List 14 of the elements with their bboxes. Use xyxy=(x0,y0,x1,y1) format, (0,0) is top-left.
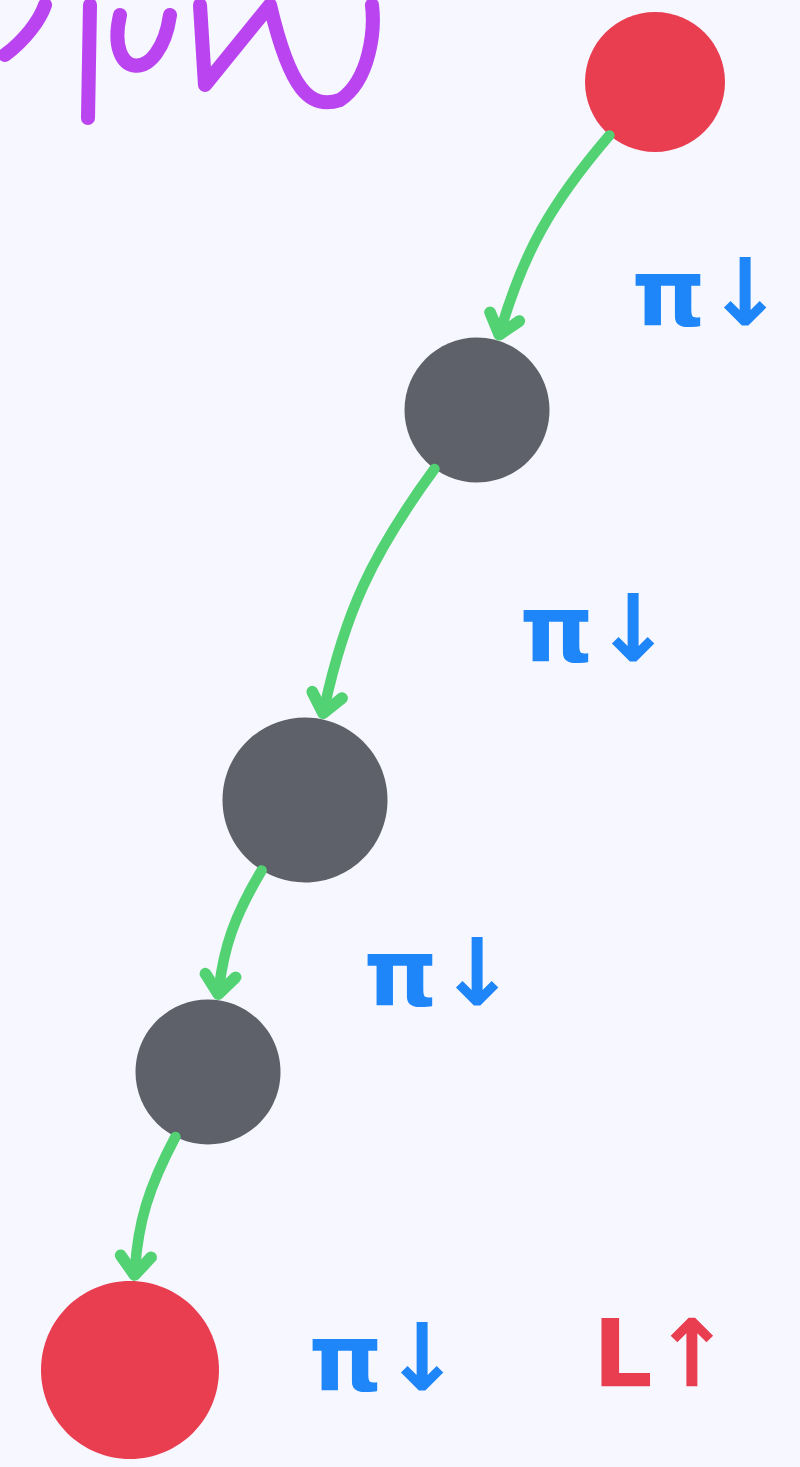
handwritten-symbol: L↑ xyxy=(601,1317,714,1387)
arrow xyxy=(484,130,615,341)
arrow xyxy=(114,1131,181,1281)
handwritten-symbol: π↓ xyxy=(367,936,499,1008)
arrow xyxy=(199,865,267,1000)
blob xyxy=(41,1281,219,1459)
blob xyxy=(222,717,388,883)
blob xyxy=(585,12,725,152)
arrow xyxy=(306,463,440,720)
handwritten-symbol: π↓ xyxy=(312,1321,444,1393)
blob xyxy=(135,999,281,1145)
blob xyxy=(404,337,550,483)
handwritten-symbol: π↓ xyxy=(523,592,655,664)
handwritten-symbol: π↓ xyxy=(635,256,767,328)
